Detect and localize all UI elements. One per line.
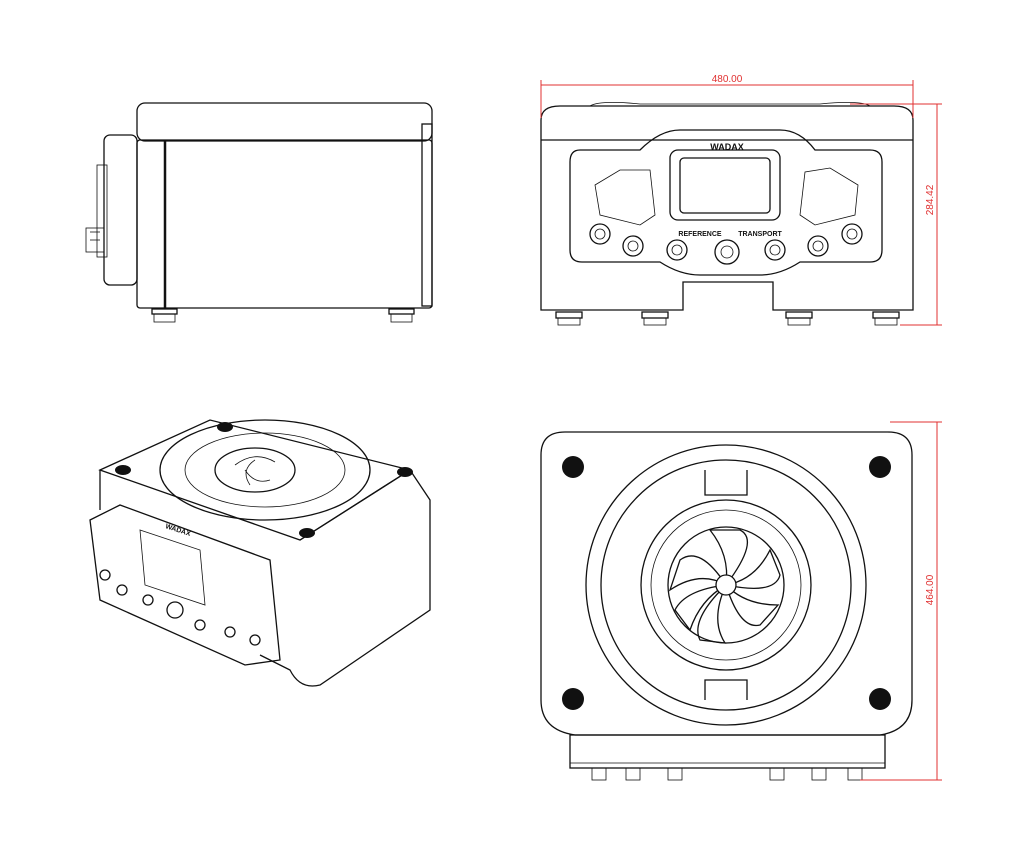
height-value: 284.42	[925, 184, 936, 215]
front-view: WADAX REFERENCE TRANSPORT	[540, 102, 914, 326]
control-knob	[714, 239, 740, 265]
depth-value: 464.00	[925, 574, 936, 605]
transport-label: TRANSPORT	[738, 231, 782, 238]
connectors	[589, 223, 863, 261]
isometric-view: WADAX	[89, 419, 431, 687]
reference-label: REFERENCE	[678, 231, 722, 238]
width-dimension: 480.00	[540, 74, 914, 118]
side-view	[85, 102, 433, 323]
iso-brand-text: WADAX	[164, 523, 191, 538]
depth-dimension: 464.00	[860, 421, 942, 781]
brand-logo-text: WADAX	[710, 142, 744, 152]
width-value: 480.00	[712, 74, 743, 85]
top-view	[540, 431, 913, 781]
height-dimension: 284.42	[850, 103, 942, 326]
feet	[591, 767, 863, 781]
